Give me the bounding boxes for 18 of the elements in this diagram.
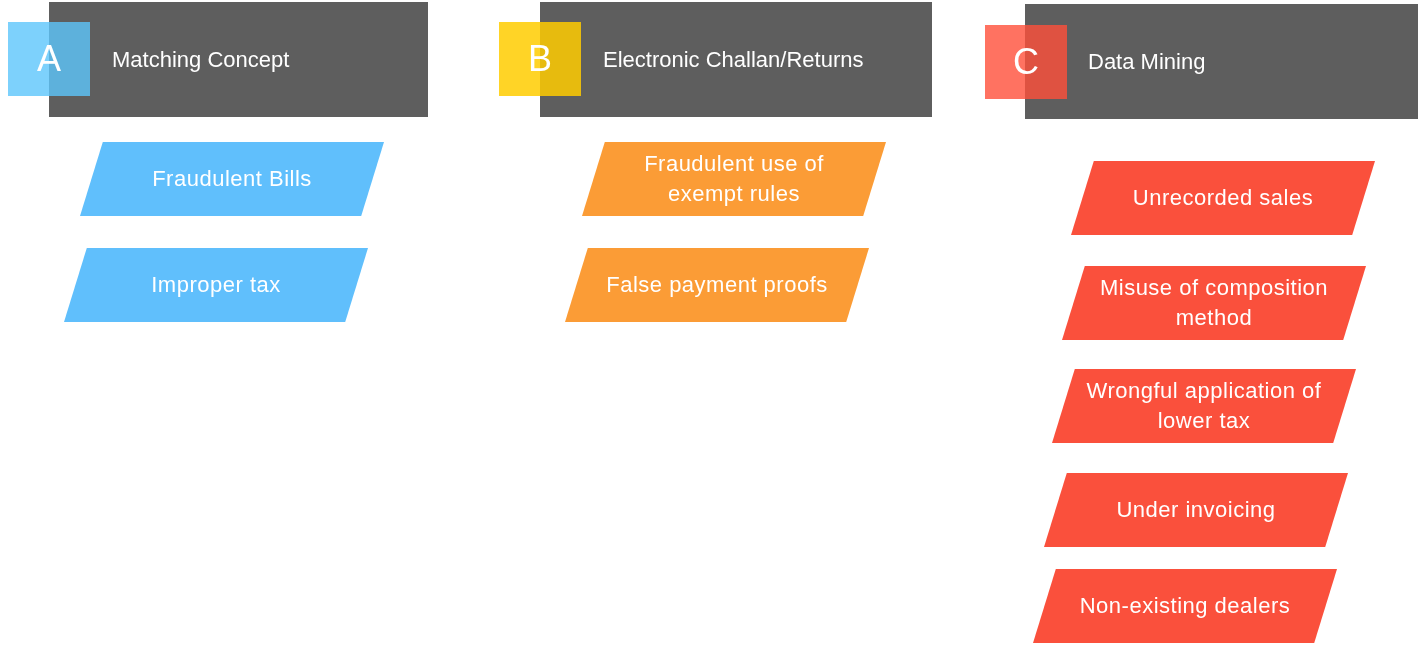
item-label: Wrongful application of lower tax (1085, 377, 1323, 435)
item-label: Non-existing dealers (1079, 592, 1291, 620)
section-letter: B (528, 37, 552, 81)
item-label: Unrecorded sales (1132, 184, 1314, 212)
header-title: Matching Concept (112, 46, 290, 74)
header-title: Data Mining (1088, 48, 1206, 76)
item-label: Fraudulent Bills (152, 165, 312, 193)
item-label: Misuse of composition method (1098, 274, 1330, 332)
header-title: Electronic Challan/Returns (603, 46, 864, 74)
item-label: Fraudulent use of exempt rules (643, 150, 825, 208)
section-letter: A (37, 37, 61, 81)
letter-square (499, 22, 581, 96)
item-label: False payment proofs (606, 271, 828, 299)
section-letter: C (1013, 40, 1039, 84)
letter-square (985, 25, 1067, 99)
item-label: Under invoicing (1116, 496, 1276, 524)
item-label: Improper tax (151, 271, 281, 299)
letter-square (8, 22, 90, 96)
